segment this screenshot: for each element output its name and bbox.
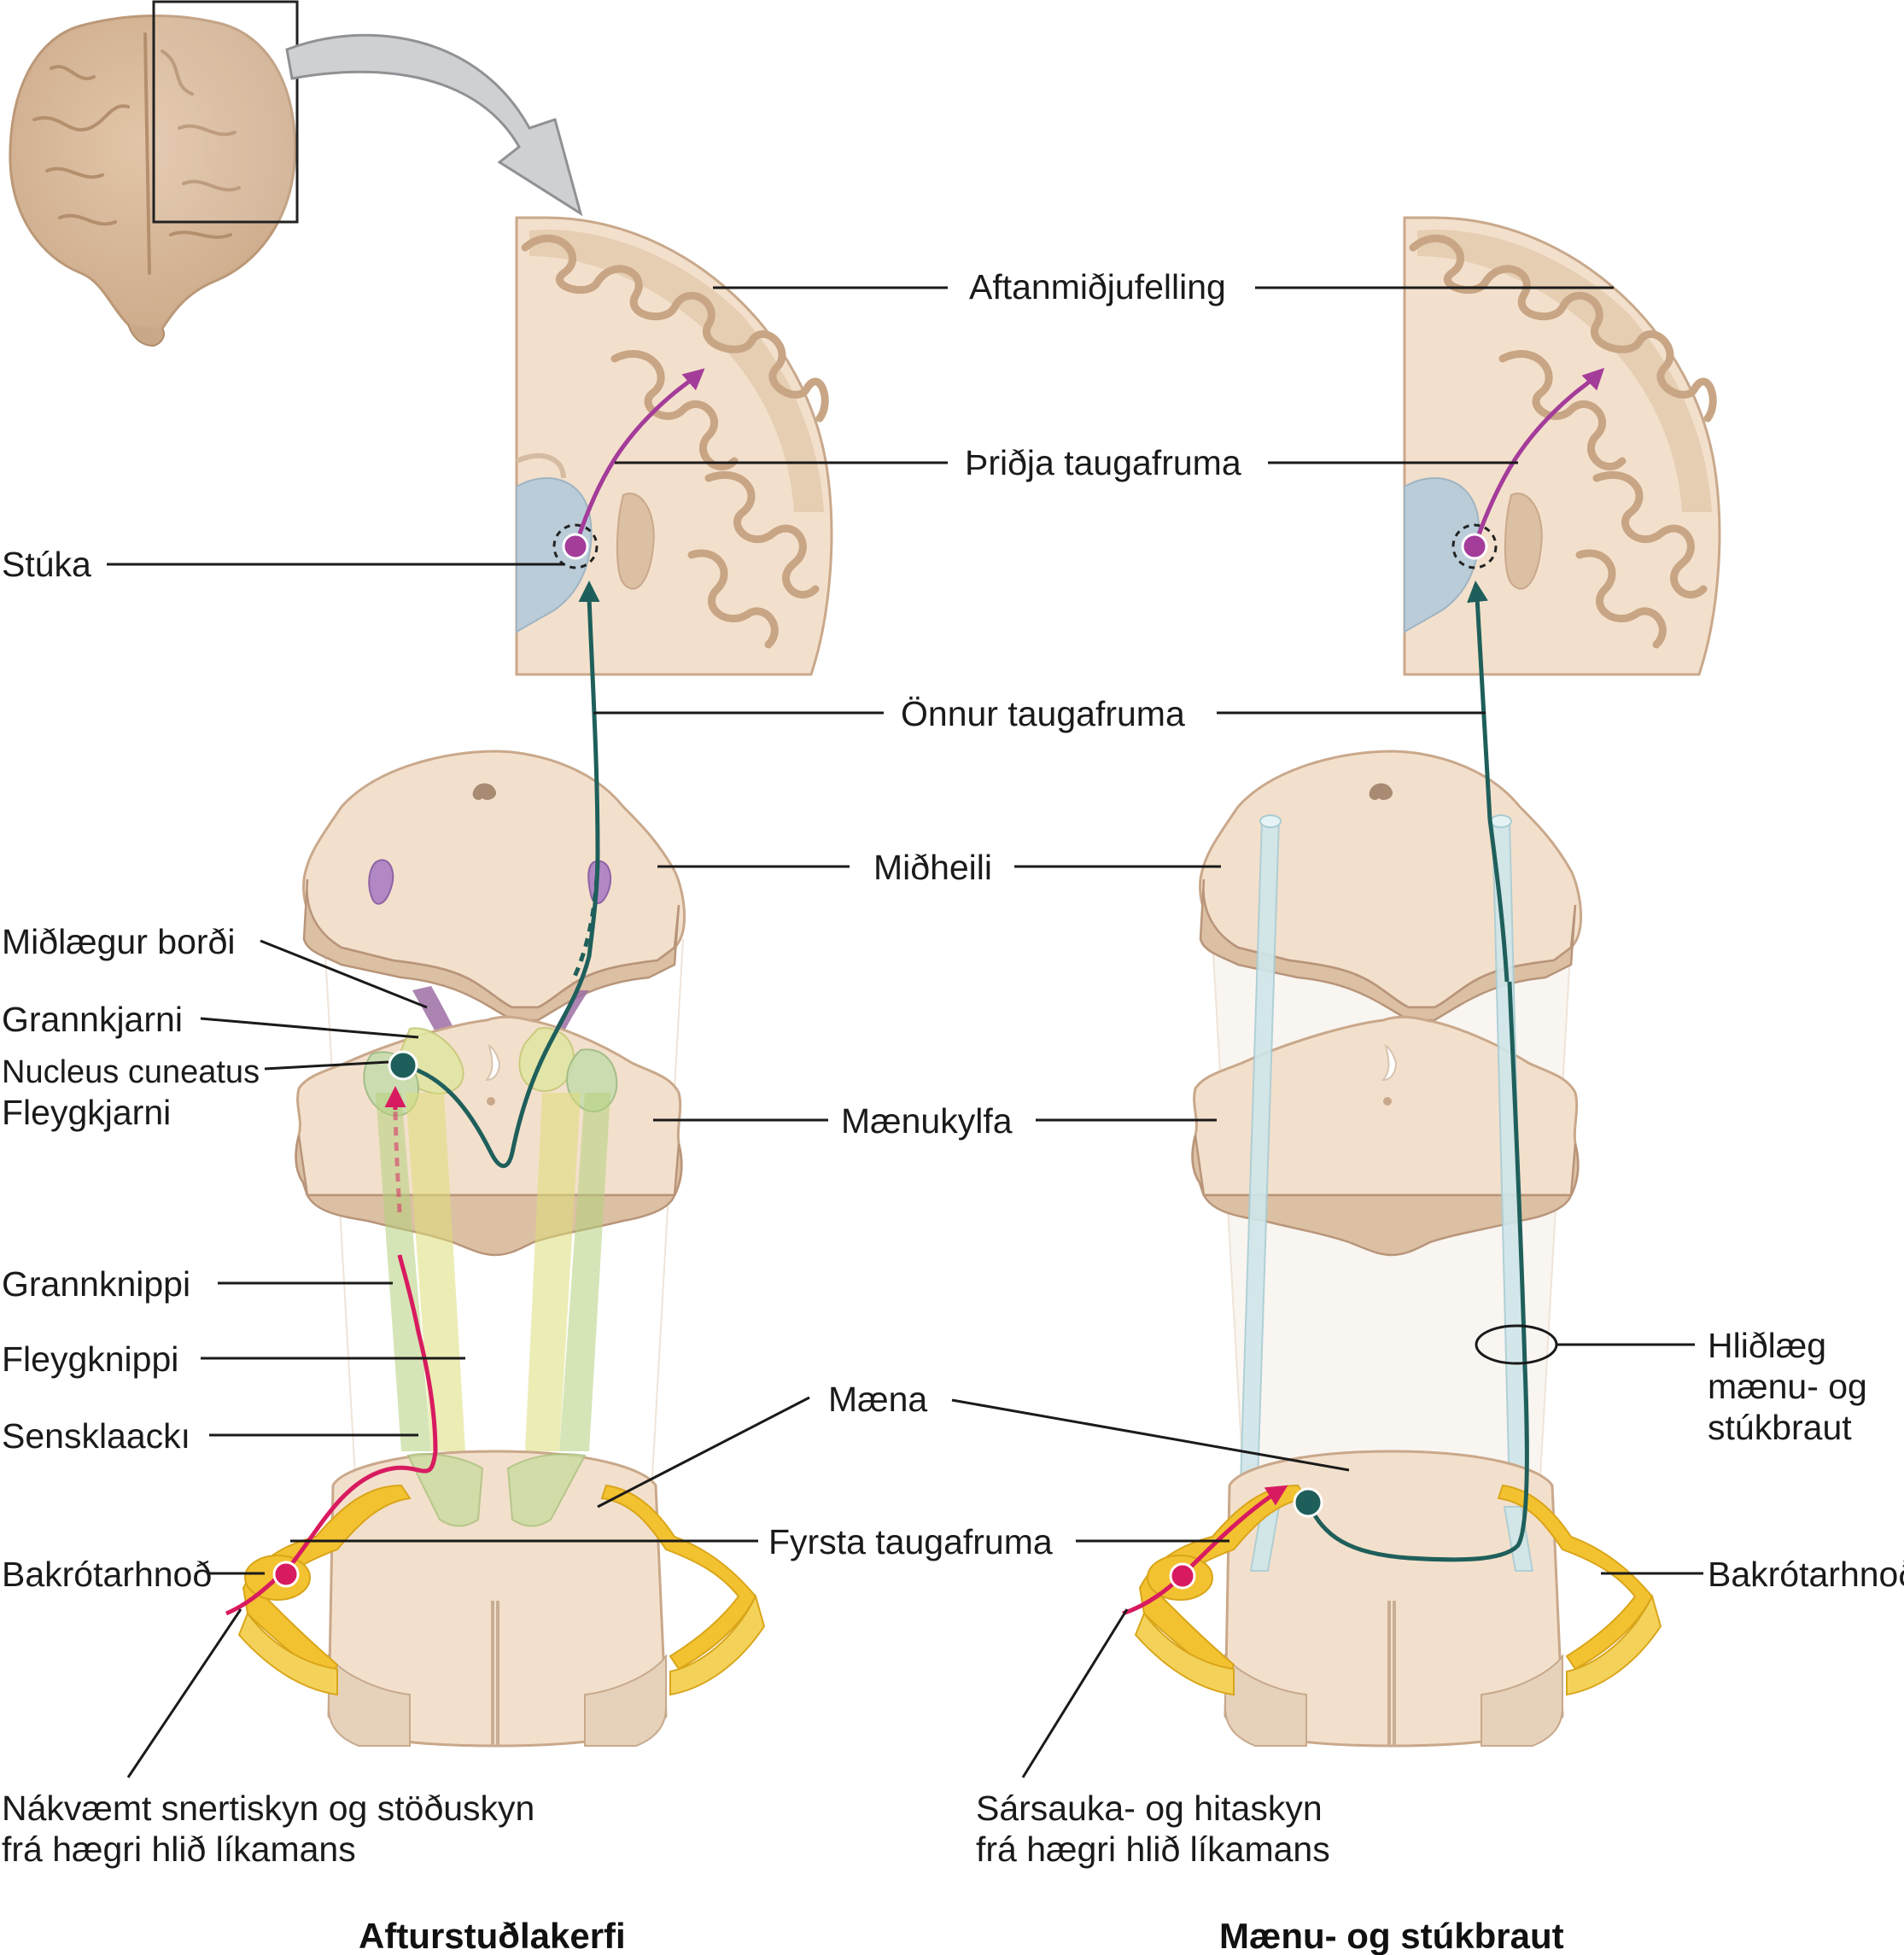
caption-left-line1: Nákvæmt snertiskyn og stöðuskyn <box>2 1789 534 1828</box>
right-pathway <box>1122 216 1721 1748</box>
label-aftanmidjufelling: Aftanmiðjufelling <box>969 267 1226 306</box>
right-medulla <box>1191 1015 1580 1257</box>
left-spinal-cord <box>327 1450 668 1748</box>
text-labels: Aftanmiðjufelling Þriðja taugafruma Stúk… <box>2 267 1904 1955</box>
zoom-box <box>152 0 299 224</box>
brain-overview <box>9 0 299 347</box>
title-left: Afturstuðlakerfi <box>359 1916 626 1955</box>
caption-right-line2: frá hægri hlið líkamans <box>976 1830 1330 1869</box>
right-third-neuron-fiber <box>1472 367 1605 547</box>
label-grannknippi: Grannknippi <box>2 1264 190 1304</box>
zoom-arrow <box>285 33 583 217</box>
label-onnur-taugafruma: Önnur taugafruma <box>901 694 1185 733</box>
left-cortex-section <box>515 216 833 676</box>
label-bakrotarhnod-left: Bakrótarhnoð <box>2 1555 212 1594</box>
label-thridja-taugafruma: Þriðja taugafruma <box>965 443 1241 482</box>
right-third-neuron-body <box>1461 533 1488 560</box>
label-bakrotarhnod-right: Bakrótarhnoð <box>1708 1555 1904 1594</box>
left-third-neuron-fiber <box>573 368 705 547</box>
label-nucleus-cuneatus: Nucleus cuneatus <box>2 1054 260 1090</box>
right-second-neuron-fiber <box>1305 597 1529 1562</box>
right-second-neuron-body <box>1293 1487 1323 1518</box>
left-pathway <box>225 216 833 1748</box>
label-fyrsta-taugafruma: Fyrsta taugafruma <box>768 1522 1053 1561</box>
caption-right-line1: Sársauka- og hitaskyn <box>976 1789 1323 1828</box>
leader-lines <box>107 286 1703 1778</box>
label-sensklaacka: Sensklaackı <box>2 1416 190 1456</box>
label-fleygkjarni: Fleygkjarni <box>2 1093 171 1132</box>
label-midlaegur-bordi: Miðlægur borði <box>2 922 235 961</box>
right-cortex-section <box>1403 216 1721 676</box>
label-stuka: Stúka <box>2 545 91 584</box>
label-hlidlaeg-line2: mænu- og <box>1708 1367 1867 1406</box>
label-grannkjarni: Grannkjarni <box>2 1000 183 1039</box>
left-third-neuron-body <box>562 533 589 560</box>
left-first-neuron-body <box>272 1561 300 1588</box>
label-hlidlaeg-line3: stúkbraut <box>1708 1408 1852 1447</box>
label-hlidlaeg-line1: Hliðlæg <box>1708 1326 1826 1365</box>
title-right: Mænu- og stúkbraut <box>1219 1916 1564 1955</box>
label-midheili: Miðheili <box>873 848 992 887</box>
left-second-neuron-body <box>388 1050 418 1081</box>
right-first-neuron-body <box>1169 1562 1196 1590</box>
label-fleygknippi: Fleygknippi <box>2 1339 178 1379</box>
label-maenukylfa: Mænukylfa <box>841 1101 1013 1141</box>
right-spinal-cord <box>1224 1450 1564 1748</box>
left-second-neuron-fiber <box>402 597 600 1169</box>
caption-left-line2: frá hægri hlið líkamans <box>2 1830 356 1869</box>
label-maena: Mæna <box>828 1380 927 1419</box>
